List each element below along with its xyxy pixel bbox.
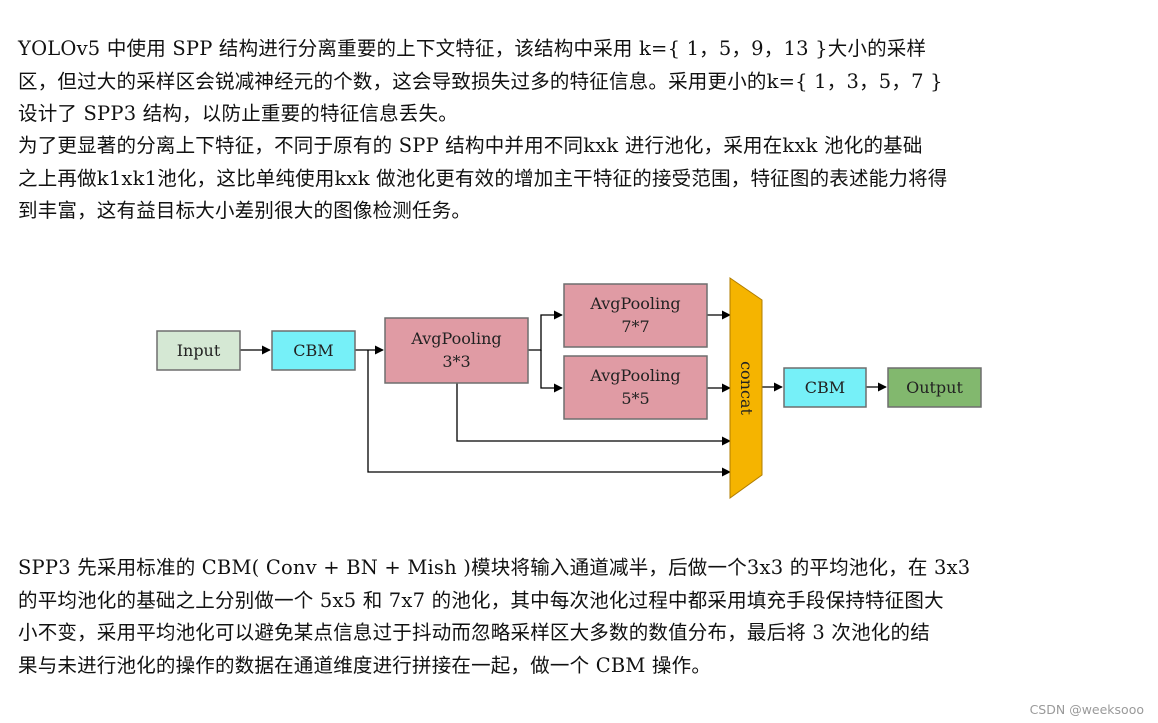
- output-node: Output: [887, 367, 982, 408]
- arrow-pool3-pool7: [528, 310, 563, 351]
- intro-line-2: 区，但过大的采样区会锐减神经元的个数，这会导致损失过多的特征信息。采用更小的k=…: [18, 69, 943, 93]
- connectors: [240, 310, 887, 477]
- arrow-pool3-concat: [456, 383, 731, 446]
- arrow-cbm-concat: [367, 350, 731, 477]
- avgpool-7x7-node: AvgPooling 7*7: [563, 283, 708, 348]
- avgpool-5x5-node: AvgPooling 5*5: [563, 355, 708, 420]
- output-label: Output: [906, 378, 963, 397]
- avgpool-7x7-size: 7*7: [621, 317, 649, 336]
- intro-line-1: YOLOv5 中使用 SPP 结构进行分离重要的上下文特征，该结构中采用 k={…: [18, 37, 927, 60]
- avgpool-3x3-size: 3*3: [442, 352, 470, 371]
- intro-paragraph: YOLOv5 中使用 SPP 结构进行分离重要的上下文特征，该结构中采用 k={…: [18, 33, 1140, 131]
- concat-label: concat: [737, 361, 756, 415]
- cbm-label-1: CBM: [293, 341, 333, 360]
- cbm-node-2: CBM: [783, 367, 867, 408]
- description-line-2: 的平均池化的基础之上分别做一个 5x5 和 7x7 的池化，其中每次池化过程中都…: [18, 588, 944, 612]
- description-line-3: 小不变，采用平均池化可以避免某点信息过于抖动而忽略采样区大多数的数值分布，最后将…: [18, 621, 930, 644]
- avgpool-3x3-node: AvgPooling 3*3: [384, 317, 529, 384]
- arrow-pool3-pool5: [540, 350, 563, 393]
- spp3-diagram: Input CBM AvgPooling 3*3 AvgPooling 7*7 …: [156, 277, 982, 499]
- intro-line-3: 设计了 SPP3 结构，以防止重要的特征信息丢失。: [18, 102, 458, 125]
- description-line-4: 果与未进行池化的操作的数据在通道维度进行拼接在一起，做一个 CBM 操作。: [18, 653, 712, 677]
- avgpool-5x5-title: AvgPooling: [589, 366, 680, 385]
- cbm-label-2: CBM: [805, 378, 845, 397]
- description-paragraph: SPP3 先采用标准的 CBM( Conv + BN + Mish )模块将输入…: [18, 552, 1140, 682]
- motivation-line-1: 为了更显著的分离上下特征，不同于原有的 SPP 结构中并用不同kxk 进行池化，…: [18, 134, 923, 157]
- avgpool-7x7-title: AvgPooling: [589, 294, 680, 313]
- input-node: Input: [156, 330, 241, 371]
- avgpool-3x3-title: AvgPooling: [410, 329, 501, 348]
- motivation-paragraph: 为了更显著的分离上下特征，不同于原有的 SPP 结构中并用不同kxk 进行池化，…: [18, 130, 1140, 228]
- motivation-line-2: 之上再做k1xk1池化，这比单纯使用kxk 做池化更有效的增加主干特征的接受范围…: [18, 166, 948, 190]
- input-label: Input: [177, 341, 221, 360]
- avgpool-5x5-size: 5*5: [621, 389, 649, 408]
- description-line-1: SPP3 先采用标准的 CBM( Conv + BN + Mish )模块将输入…: [18, 556, 971, 579]
- cbm-node-1: CBM: [271, 330, 356, 371]
- concat-node: concat: [729, 277, 763, 499]
- motivation-line-3: 到丰富，这有益目标大小差别很大的图像检测任务。: [18, 199, 472, 222]
- csdn-watermark: CSDN @weeksooo: [1029, 702, 1144, 717]
